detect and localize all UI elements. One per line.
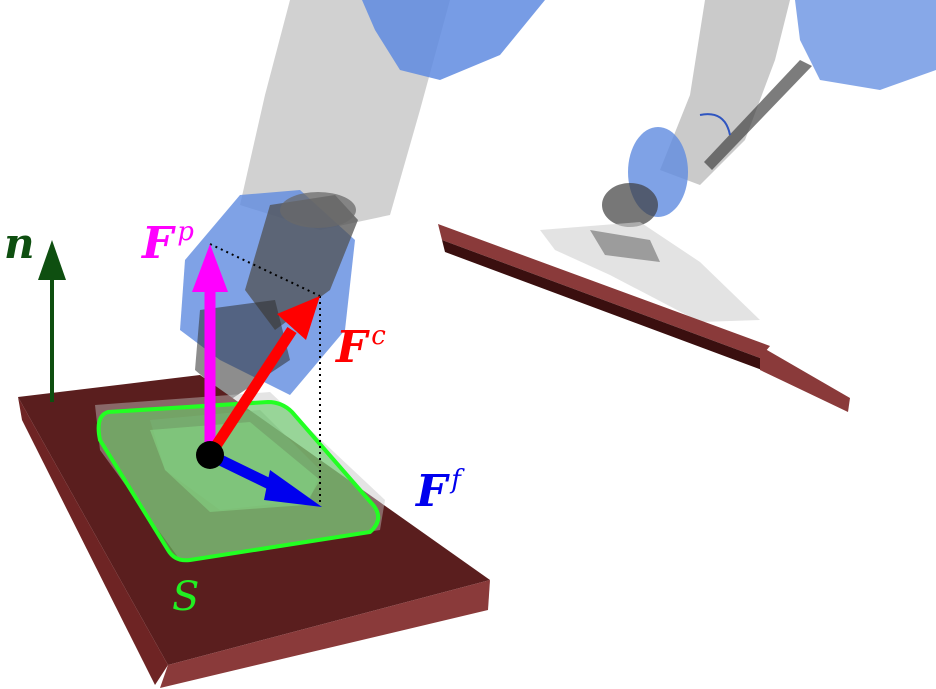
left-top-joint-blue <box>362 0 545 80</box>
projection-line-top <box>209 243 321 297</box>
label-support: S <box>172 574 199 620</box>
right-curve <box>699 113 731 136</box>
right-plate-top <box>438 224 770 358</box>
right-foot-dark <box>590 230 660 262</box>
right-diagonal-rod <box>704 60 812 170</box>
left-plate-left-side <box>18 397 168 685</box>
force-p-head <box>192 244 228 292</box>
right-upper-link <box>660 0 790 185</box>
right-plate-end <box>760 346 850 412</box>
right-wrist-dark <box>602 183 658 227</box>
left-wrist-cylinder <box>245 195 358 330</box>
left-cylinder-cap <box>280 192 356 228</box>
left-robot-scene <box>180 0 545 400</box>
force-c-head <box>277 296 320 340</box>
force-f-head <box>264 470 322 507</box>
normal-vector-head <box>38 240 66 280</box>
right-top-joint-blue <box>795 0 936 90</box>
right-foot <box>540 222 760 322</box>
force-c-vector <box>205 326 297 459</box>
right-plate-front <box>442 240 762 370</box>
right-robot-scene <box>438 0 936 412</box>
label-normal: n <box>4 219 35 268</box>
left-plate-front <box>160 580 490 688</box>
contact-point <box>196 441 224 469</box>
